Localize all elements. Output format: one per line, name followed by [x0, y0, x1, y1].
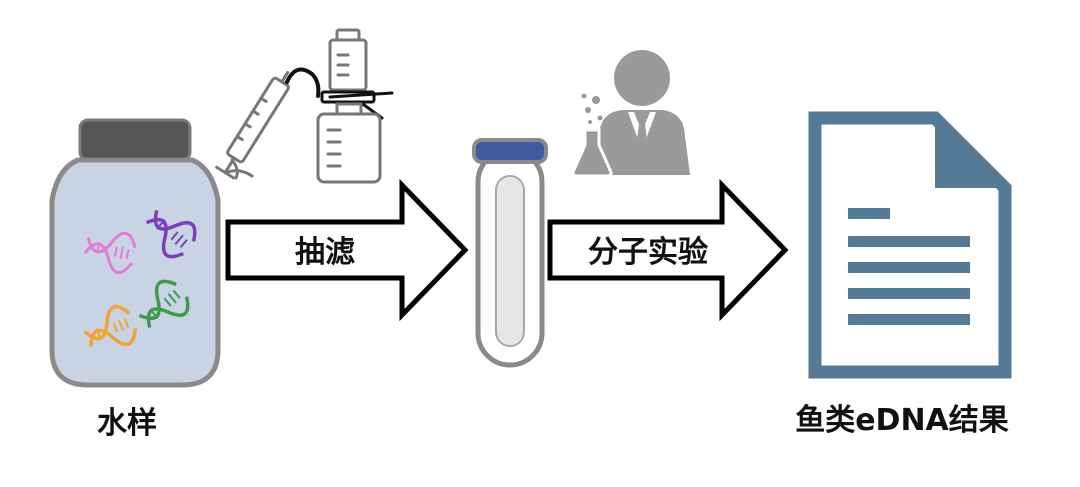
molecular-experiment-label: 分子实验: [588, 235, 708, 270]
molecular-experiment-arrow: [547, 178, 789, 322]
dna-icon: [83, 231, 137, 274]
dna-icon: [145, 210, 197, 259]
dna-icon: [83, 304, 137, 347]
test-tube-cap: [472, 138, 548, 164]
water-sample-label: 水样: [97, 406, 157, 441]
dna-icon: [138, 279, 190, 328]
document-fold: [935, 118, 1005, 188]
jar-body: [49, 157, 221, 388]
test-tube-icon: [472, 138, 548, 368]
filtration-label: 抽滤: [295, 235, 355, 270]
jar-lid: [78, 118, 192, 162]
result-label: 鱼类eDNA结果: [795, 403, 1009, 438]
filtration-arrow: [225, 178, 469, 322]
sample-jar-icon: [49, 118, 221, 388]
syringe-filter-icon: [215, 28, 394, 184]
test-tube-inner: [495, 175, 525, 347]
document-icon: [808, 111, 1012, 379]
scientist-icon: [571, 50, 690, 178]
